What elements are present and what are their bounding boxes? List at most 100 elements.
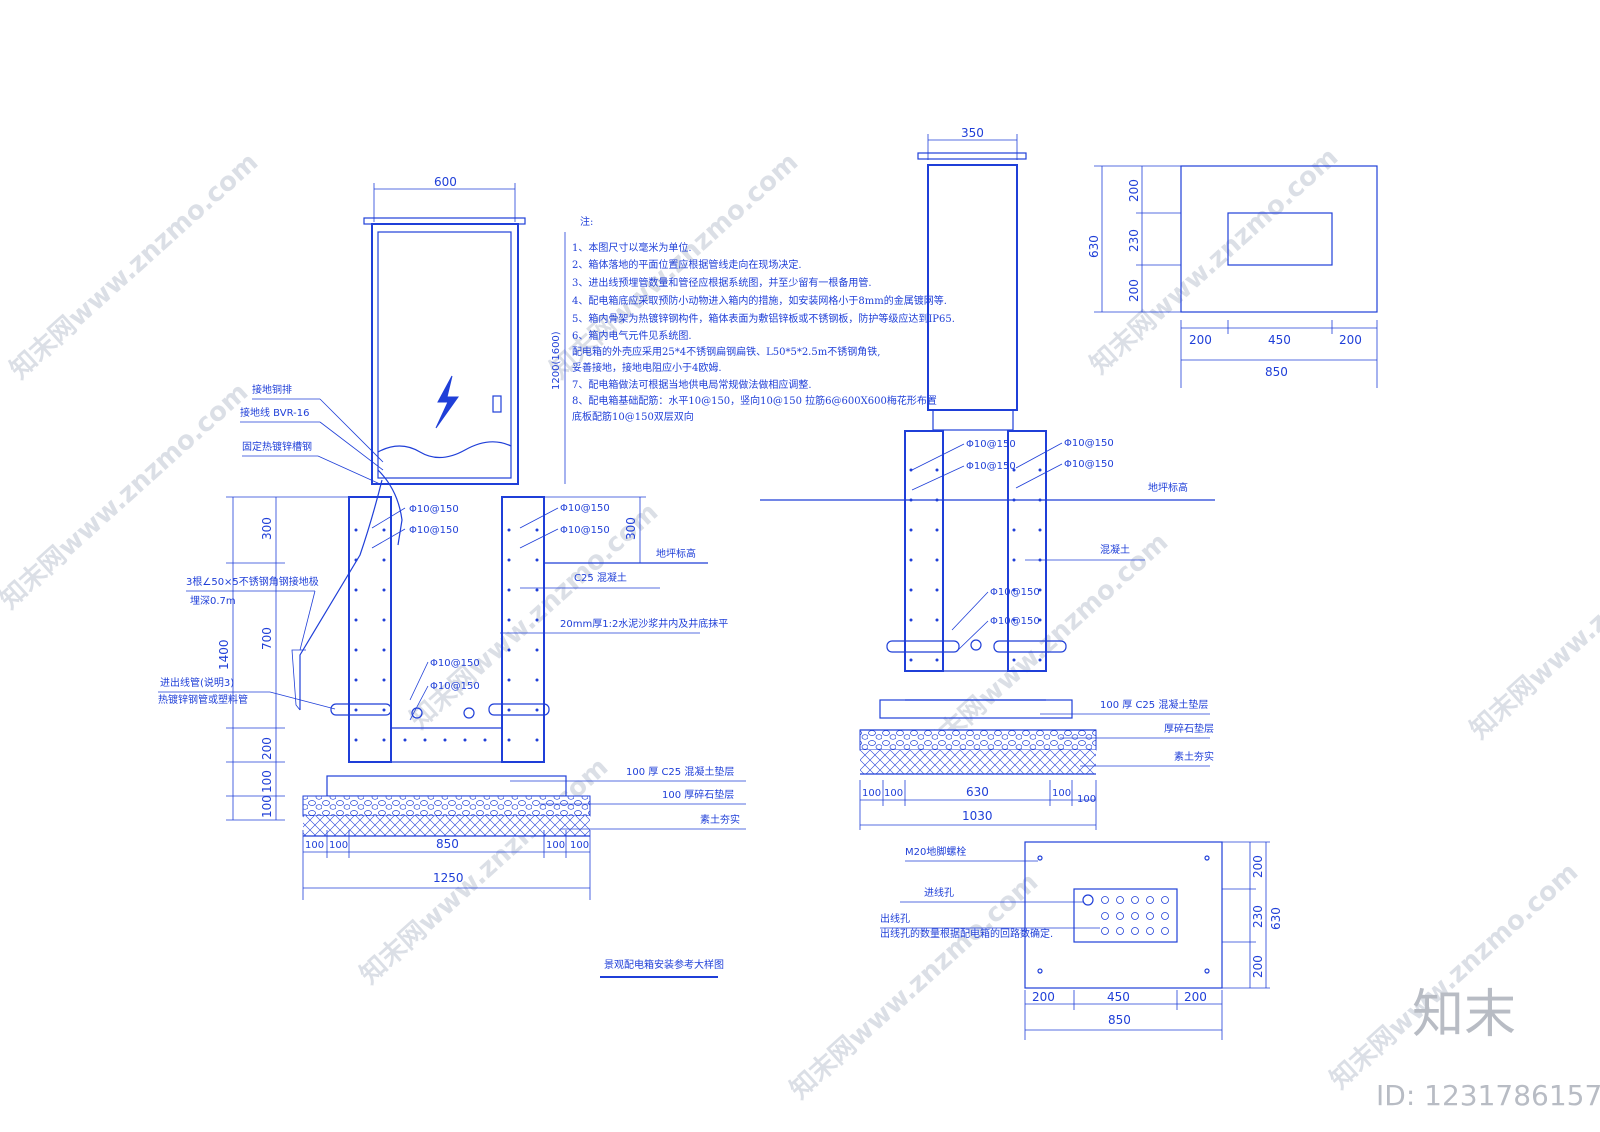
- drawing-title: 景观配电箱安装参考大样图: [604, 958, 724, 971]
- dim-h: 850: [436, 837, 459, 851]
- dim-h: 450: [1268, 333, 1291, 347]
- rebar-label: Φ10@150: [409, 504, 459, 515]
- watermark-text: 知末网www.znzmo.com: [5, 147, 265, 385]
- callout-conduit-material: 热镀锌钢管或塑料管: [158, 693, 248, 706]
- callout-outlet: 出线孔: [880, 912, 910, 925]
- watermark-text: 知末网www.znzmo.com: [785, 867, 1045, 1105]
- dim-side-top-width: 350: [961, 126, 984, 140]
- dim-v: 100: [260, 795, 274, 818]
- note-line: 7、配电箱做法可根据当地供电局常规做法做相应调整.: [572, 378, 812, 391]
- dim-top-width: 600: [434, 175, 457, 189]
- rebar-label: Φ10@150: [966, 439, 1016, 450]
- note-line: 3、进出线预埋管数量和管径应根据系统图，并至少留有一根备用管.: [572, 276, 872, 289]
- note-line: 4、配电箱底应采取预防小动物进入箱内的措施，如安装网格小于8mm的金属镀网等.: [572, 294, 947, 307]
- dim-h: 100: [884, 788, 903, 799]
- lightning-warning-icon: [435, 375, 459, 429]
- dim-h: 100: [546, 840, 565, 851]
- dim-total-width: 1250: [433, 871, 464, 885]
- watermark-text: 知末网www.znzmo.com: [1465, 507, 1600, 745]
- side-elevation: 350 Φ10@150 Φ10@150 Φ10@150 Φ1: [760, 126, 1215, 830]
- dim-v: 700: [260, 627, 274, 650]
- rebar-label: Φ10@150: [560, 525, 610, 536]
- note-line: 底板配筋10@150双层双向: [572, 410, 694, 423]
- side-callout-cushion: 100 厚 C25 混凝土垫层: [1100, 698, 1208, 711]
- watermark-id: ID: 1231786157: [1376, 1079, 1600, 1112]
- top-plan: 200 230 200 630 200 450 200 850: [1087, 165, 1378, 388]
- rebar-label: Φ10@150: [430, 658, 480, 669]
- note-line: 6、箱内电气元件见系统图.: [572, 329, 692, 342]
- callout-galv-channel: 固定热镀锌槽钢: [242, 440, 312, 453]
- rebar-dots: [354, 528, 539, 742]
- rebar-label: Φ10@150: [430, 681, 480, 692]
- dim-h: 100: [570, 840, 589, 851]
- rebar-label: Φ10@150: [409, 525, 459, 536]
- side-callout-ground-level: 地坪标高: [1148, 481, 1188, 494]
- note-line: 妥善接地，接地电阻应小于4欧姆.: [572, 361, 722, 374]
- callout-gravel: 100 厚碎石垫层: [662, 788, 734, 801]
- callout-angle-depth: 埋深0.7m: [190, 595, 236, 607]
- watermark-logo: 知末: [1412, 985, 1516, 1045]
- dim-v-total: 630: [1269, 907, 1283, 930]
- rebar-label: Φ10@150: [1064, 459, 1114, 470]
- conduit-holes: [1082, 894, 1169, 935]
- side-callout-gravel: 厚碎石垫层: [1164, 722, 1214, 735]
- callout-ground-level: 地坪标高: [656, 547, 696, 560]
- dim-v: 200: [1251, 855, 1265, 878]
- dim-h-total: 850: [1265, 365, 1288, 379]
- side-callout-soil: 素土夯实: [1174, 750, 1214, 763]
- watermark-text: 知末网www.znzmo.com: [1085, 142, 1345, 380]
- dim-v: 200: [260, 737, 274, 760]
- dim-cabinet-height: 1200(1600): [551, 331, 562, 390]
- dim-v: 200: [1127, 179, 1141, 202]
- dim-h: 100: [329, 840, 348, 851]
- note-line: 5、箱内骨架为热镀锌钢构件，箱体表面为敷铝锌板或不锈钢板，防护等级应达到IP65…: [572, 312, 955, 325]
- side-callout-concrete: 混凝土: [1100, 543, 1130, 556]
- left-elevation: 600 1200(1600): [158, 175, 746, 900]
- callout-grounding-wire: 接地线 BVR-16: [240, 406, 309, 419]
- callout-anchor-bolt: M20地脚螺栓: [905, 845, 966, 858]
- notes-block: 注: 1、本图尺寸以毫米为单位. 2、箱体落地的平面位置应根据管线走向在现场决定…: [572, 215, 955, 423]
- rebar-label: Φ10@150: [990, 587, 1040, 598]
- dim-v: 100: [260, 770, 274, 793]
- base-plan: M20地脚螺栓 进线孔 出线孔 出线孔的数量根据配电箱的回路数确定. 200 2…: [880, 841, 1283, 1040]
- dim-v: 300: [624, 517, 638, 540]
- dim-side-total-width: 1030: [962, 809, 993, 823]
- rebar-label: Φ10@150: [990, 616, 1040, 627]
- dim-h: 100: [1052, 788, 1071, 799]
- callout-inlet: 进线孔: [924, 886, 954, 899]
- dim-h: 200: [1189, 333, 1212, 347]
- callout-angle-steel: 3根∠50×5不锈钢角钢接地极: [186, 575, 319, 588]
- dim-v: 200: [1127, 279, 1141, 302]
- callout-cushion: 100 厚 C25 混凝土垫层: [626, 765, 734, 778]
- rebar-dots: [909, 468, 1042, 662]
- note-line: 配电箱的外壳应采用25*4不锈钢扁钢扁铁、L50*5*2.5m不锈钢角铁,: [572, 345, 880, 358]
- watermark-text: 知末网www.znzmo.com: [355, 752, 615, 990]
- watermark-text: 知末网www.znzmo.com: [1325, 857, 1585, 1095]
- callout-concrete: C25 混凝土: [574, 571, 627, 584]
- dim-v: 200: [1251, 955, 1265, 978]
- dim-h: 450: [1107, 990, 1130, 1004]
- notes-heading: 注:: [580, 215, 593, 228]
- dim-h: 100: [862, 788, 881, 799]
- dim-v: 300: [260, 517, 274, 540]
- note-line: 8、配电箱基础配筋：水平10@150，竖向10@150 拉筋6@600X600梅…: [572, 394, 937, 407]
- note-line: 2、箱体落地的平面位置应根据管线走向在现场决定.: [572, 258, 802, 271]
- dim-v-total: 630: [1087, 235, 1101, 258]
- dim-h: 100: [1077, 794, 1096, 805]
- callout-soil: 素土夯实: [700, 813, 740, 826]
- dim-h: 200: [1184, 990, 1207, 1004]
- dim-h: 200: [1032, 990, 1055, 1004]
- dim-v: 230: [1251, 905, 1265, 928]
- dim-h-total: 850: [1108, 1013, 1131, 1027]
- rebar-label: Φ10@150: [1064, 438, 1114, 449]
- dim-h: 630: [966, 785, 989, 799]
- note-line: 1、本图尺寸以毫米为单位.: [572, 241, 692, 254]
- callout-grounding-bar: 接地铜排: [252, 383, 292, 396]
- rebar-label: Φ10@150: [560, 503, 610, 514]
- callout-plaster: 20mm厚1:2水泥沙浆井内及井底抹平: [560, 617, 728, 630]
- rebar-label: Φ10@150: [966, 461, 1016, 472]
- dim-h: 200: [1339, 333, 1362, 347]
- callout-outlet-note: 出线孔的数量根据配电箱的回路数确定.: [880, 927, 1053, 940]
- cabinet-lock-icon: [492, 395, 502, 413]
